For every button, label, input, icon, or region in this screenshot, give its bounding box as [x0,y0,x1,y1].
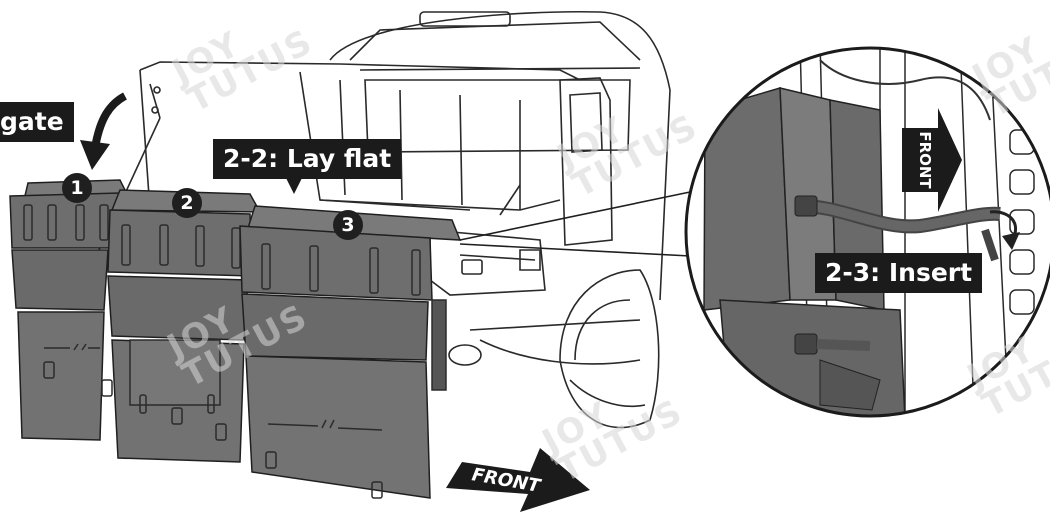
organizer-panel-1 [9,179,130,441]
lay-flat-label: 2-2: Lay flat [213,139,402,179]
insert-label: 2-3: Insert [815,253,983,293]
detail-magnifier: FRONT [686,48,1050,416]
panel-number-1: 1 [62,173,92,203]
front-arrow: FRONT [446,448,590,512]
organizer-set [9,179,462,499]
tailgate-label: gate [0,102,74,142]
callout-lines [459,191,691,257]
organizer-panel-2 [107,189,262,463]
front-label-detail: FRONT [916,131,934,189]
truck-outline [97,10,671,429]
panel-number-3: 3 [333,210,363,240]
detail-circle-border [684,46,1050,418]
panel-number-2: 2 [172,188,202,218]
organizer-panel-3 [239,205,462,499]
tailgate-fold-arrow [80,92,128,170]
lay-flat-pointer [284,174,304,194]
